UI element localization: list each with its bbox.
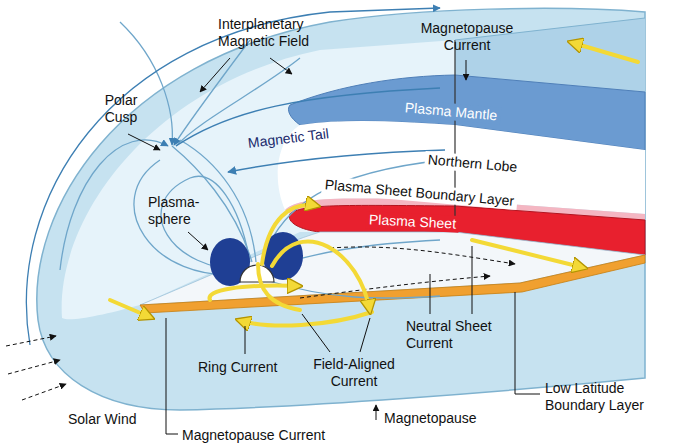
- field-line: [266, 280, 440, 298]
- region-label: Interplanetary Magnetic Field: [218, 16, 328, 50]
- imf-line: [120, 22, 172, 145]
- region-label: Magnetopause Current: [182, 427, 325, 444]
- label-anchor: Solar Wind: [68, 410, 136, 428]
- region-label: Plasma Sheet: [366, 211, 460, 233]
- region-label: Northern Lobe: [424, 151, 521, 176]
- region-label: Plasma Sheet Boundary Layer: [321, 176, 518, 210]
- region-label: Neutral Sheet Current: [406, 318, 510, 352]
- flow-line: [300, 276, 490, 298]
- leader-line: [430, 274, 431, 314]
- current-arrow: [110, 300, 152, 318]
- label-anchor: Ring Current: [198, 358, 277, 376]
- region-label: Magnetopause: [384, 410, 477, 427]
- label-anchor: Plasma Sheet: [366, 210, 460, 233]
- solar-wind-arrow: [22, 384, 66, 400]
- label-anchor: Magnetic Tail: [247, 124, 330, 152]
- leader-line: [466, 60, 467, 80]
- region-label: Plasma-sphere: [148, 194, 210, 228]
- region-label: Low Latitude Boundary Layer: [545, 380, 657, 414]
- label-anchor: Plasma Sheet Boundary Layer: [321, 175, 518, 210]
- flow-line: [330, 247, 515, 264]
- region-label: Solar Wind: [68, 411, 136, 428]
- label-anchor: Magnetopause Current: [412, 20, 522, 54]
- leader-line: [360, 318, 370, 352]
- leader-line: [302, 314, 330, 352]
- leader-line: [472, 246, 473, 314]
- label-anchor: Plasma-sphere: [148, 194, 210, 228]
- field-aligned-current: [272, 241, 370, 312]
- label-anchor: Low Latitude Boundary Layer: [545, 380, 657, 414]
- label-anchor: Field-Aligned Current: [298, 356, 410, 390]
- label-anchor: Magnetopause: [384, 409, 477, 427]
- magnetopause-shell: [37, 8, 645, 410]
- label-anchor: Neutral Sheet Current: [406, 318, 510, 352]
- leader-line: [376, 405, 377, 420]
- region-label: Plasma Mantle: [401, 99, 501, 124]
- current-arrow: [570, 42, 638, 62]
- label-anchor: Interplanetary Magnetic Field: [218, 16, 328, 50]
- leader-line: [515, 292, 540, 394]
- leader-line: [245, 326, 246, 354]
- label-anchor: Magnetopause Current: [182, 426, 325, 444]
- magnetic-tail-line: [228, 150, 445, 172]
- solar-wind-arrow: [6, 336, 56, 346]
- field-aligned-current: [258, 264, 300, 310]
- leader-line: [270, 58, 292, 74]
- region-label: Magnetopause Current: [412, 20, 522, 54]
- imf-line: [174, 40, 250, 145]
- label-anchor: Plasma Mantle: [401, 98, 501, 125]
- region-label: Polar Cusp: [96, 92, 146, 126]
- field-aligned-current: [262, 205, 318, 264]
- current-arrow: [472, 240, 585, 268]
- leader-line: [166, 318, 178, 434]
- ring-current: [210, 286, 300, 300]
- imf-line: [26, 8, 440, 345]
- region-label: Magnetic Tail: [247, 125, 330, 152]
- leader-line: [128, 134, 160, 150]
- label-anchor: Polar Cusp: [96, 92, 146, 126]
- label-anchor: Northern Lobe: [424, 150, 521, 176]
- leader-line: [200, 58, 230, 92]
- region-label: Ring Current: [198, 359, 277, 376]
- region-label: Field-Aligned Current: [298, 356, 410, 390]
- solar-wind-arrow: [8, 360, 60, 374]
- leader-line: [188, 232, 208, 250]
